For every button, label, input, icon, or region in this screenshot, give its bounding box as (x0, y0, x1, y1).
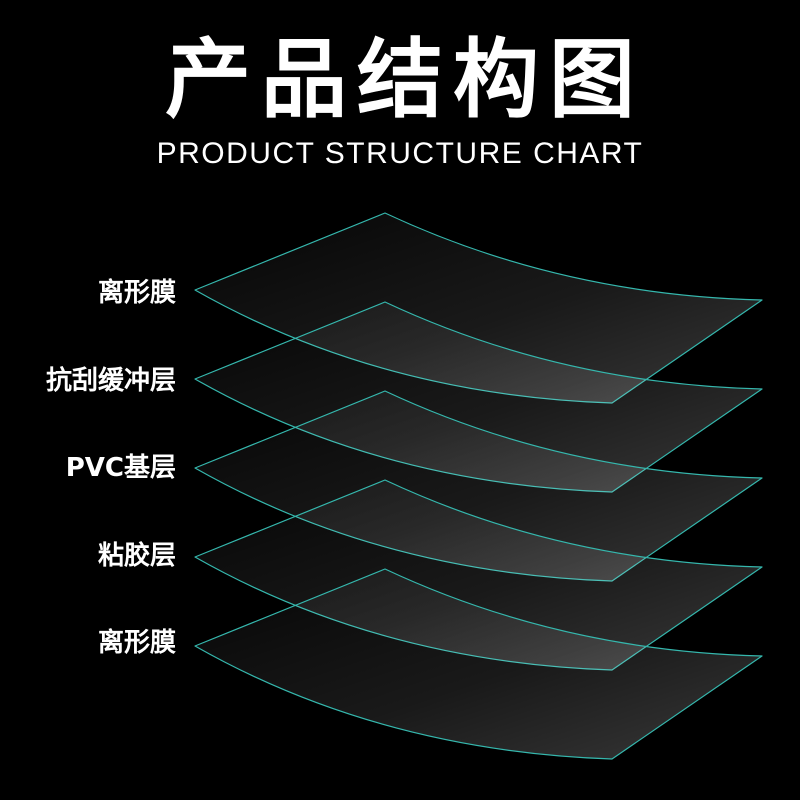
layer-sheet-5 (194, 568, 763, 760)
layer-label-adhesive: 粘胶层 (97, 541, 176, 571)
page-subtitle: PRODUCT STRUCTURE CHART (156, 137, 644, 170)
layer-label-release-film-bottom: 离形膜 (97, 628, 176, 658)
page-title: 产品结构图 (165, 30, 645, 130)
layer-label-scratch-buffer: 抗刮缓冲层 (45, 366, 176, 396)
layer-label-release-film-top: 离形膜 (97, 278, 176, 308)
sheet-outline (194, 568, 763, 760)
layer-label-pvc-base: PVC基层 (65, 453, 176, 483)
